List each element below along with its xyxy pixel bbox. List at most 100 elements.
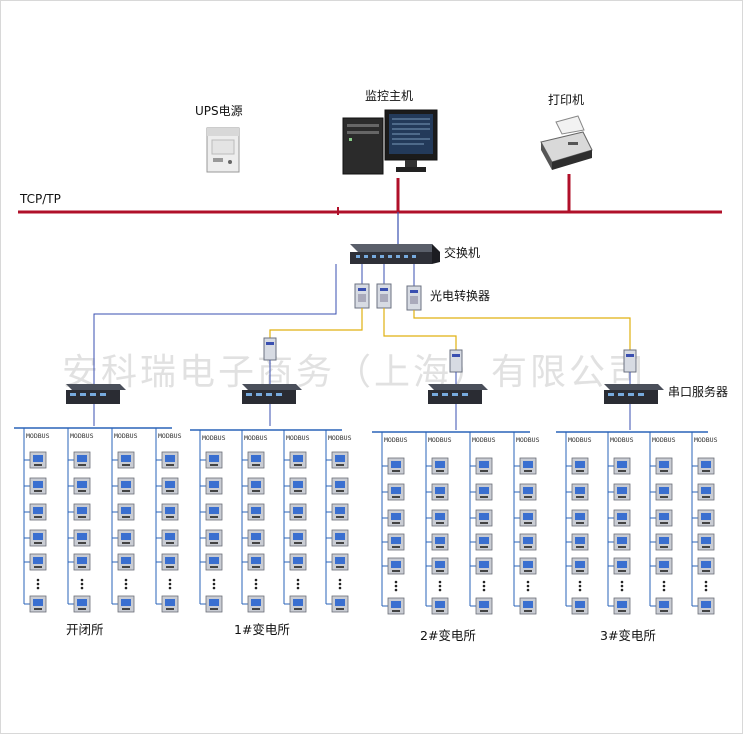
power-meter-icon <box>514 509 537 527</box>
power-meter-icon <box>692 457 715 475</box>
substation-4: MODBUS MODBUS MODBUS MODBUS 3#变电所 <box>556 431 718 643</box>
power-meter-icon <box>242 529 265 547</box>
more-meters-ellipsis <box>296 578 300 590</box>
power-meter-icon <box>200 451 223 469</box>
power-meter-icon <box>692 533 715 551</box>
power-meter-icon <box>112 529 135 547</box>
converter-2-icon <box>376 283 392 309</box>
power-meter-icon <box>200 503 223 521</box>
power-meter-icon <box>326 553 349 571</box>
power-meter-icon <box>382 533 405 551</box>
more-meters-ellipsis <box>338 578 342 590</box>
power-meter-icon <box>326 477 349 495</box>
power-meter-icon <box>156 553 179 571</box>
power-meter-icon <box>112 553 135 571</box>
network-switch-icon <box>350 244 440 264</box>
power-meter-icon <box>608 557 631 575</box>
power-meter-icon <box>566 557 589 575</box>
power-meter-icon <box>284 503 307 521</box>
modbus-label: MODBUS <box>26 432 50 440</box>
power-meter-icon <box>112 451 135 469</box>
power-meter-icon <box>200 553 223 571</box>
modbus-label: MODBUS <box>114 432 138 440</box>
more-meters-ellipsis <box>482 580 486 592</box>
more-meters-ellipsis <box>36 578 40 590</box>
more-meters-ellipsis <box>168 578 172 590</box>
modbus-label: MODBUS <box>694 436 718 444</box>
power-meter-icon <box>112 503 135 521</box>
switch-label: 交换机 <box>444 245 480 260</box>
fiber-link-substation-2 <box>383 308 457 350</box>
power-meter-icon <box>382 483 405 501</box>
power-meter-icon <box>68 451 91 469</box>
power-meter-icon <box>566 509 589 527</box>
more-meters-ellipsis <box>620 580 624 592</box>
power-meter-icon <box>24 451 47 469</box>
power-meter-icon <box>382 509 405 527</box>
power-meter-icon <box>326 451 349 469</box>
power-meter-icon <box>68 529 91 547</box>
power-meter-icon <box>566 533 589 551</box>
modbus-label: MODBUS <box>568 436 592 444</box>
power-meter-icon <box>566 483 589 501</box>
more-meters-ellipsis <box>212 578 216 590</box>
converter-3-icon <box>406 285 422 311</box>
serial-server-2-icon <box>242 384 302 404</box>
power-meter-icon <box>242 595 265 613</box>
power-meter-icon <box>382 457 405 475</box>
power-meter-icon <box>156 503 179 521</box>
modbus-label: MODBUS <box>652 436 676 444</box>
power-meter-icon <box>284 477 307 495</box>
more-meters-ellipsis <box>578 580 582 592</box>
power-meter-icon <box>650 483 673 501</box>
power-meter-icon <box>470 557 493 575</box>
power-meter-icon <box>200 529 223 547</box>
modbus-label: MODBUS <box>244 434 268 442</box>
power-meter-icon <box>470 457 493 475</box>
power-meter-icon <box>514 557 537 575</box>
modbus-label: MODBUS <box>428 436 452 444</box>
power-meter-icon <box>650 457 673 475</box>
power-meter-icon <box>156 477 179 495</box>
power-meter-icon <box>650 533 673 551</box>
power-meter-icon <box>68 503 91 521</box>
power-meter-icon <box>242 553 265 571</box>
power-meter-icon <box>68 553 91 571</box>
power-meter-icon <box>242 503 265 521</box>
modbus-label: MODBUS <box>158 432 182 440</box>
power-meter-icon <box>692 557 715 575</box>
power-meter-icon <box>514 457 537 475</box>
power-meter-icon <box>608 533 631 551</box>
power-meter-icon <box>426 557 449 575</box>
power-meter-icon <box>24 529 47 547</box>
power-meter-icon <box>68 595 91 613</box>
power-meter-icon <box>608 483 631 501</box>
power-meter-icon <box>650 509 673 527</box>
more-meters-ellipsis <box>526 580 530 592</box>
power-meter-icon <box>470 483 493 501</box>
power-meter-icon <box>112 595 135 613</box>
modbus-label: MODBUS <box>70 432 94 440</box>
substation-name-label: 3#变电所 <box>600 628 656 643</box>
fiber-link-substation-3 <box>413 310 631 350</box>
modbus-label: MODBUS <box>610 436 634 444</box>
ups-icon <box>206 127 240 173</box>
power-meter-icon <box>24 553 47 571</box>
modbus-label: MODBUS <box>202 434 226 442</box>
power-meter-icon <box>426 597 449 615</box>
network-label: TCP/TP <box>19 192 61 206</box>
power-meter-icon <box>650 597 673 615</box>
power-meter-icon <box>426 483 449 501</box>
power-meter-icon <box>608 597 631 615</box>
serial-server-3-icon <box>428 384 488 404</box>
power-meter-icon <box>514 597 537 615</box>
fiber-link-substation-1 <box>269 308 363 338</box>
printer-label: 打印机 <box>548 93 584 107</box>
power-meter-icon <box>156 529 179 547</box>
modbus-label: MODBUS <box>384 436 408 444</box>
